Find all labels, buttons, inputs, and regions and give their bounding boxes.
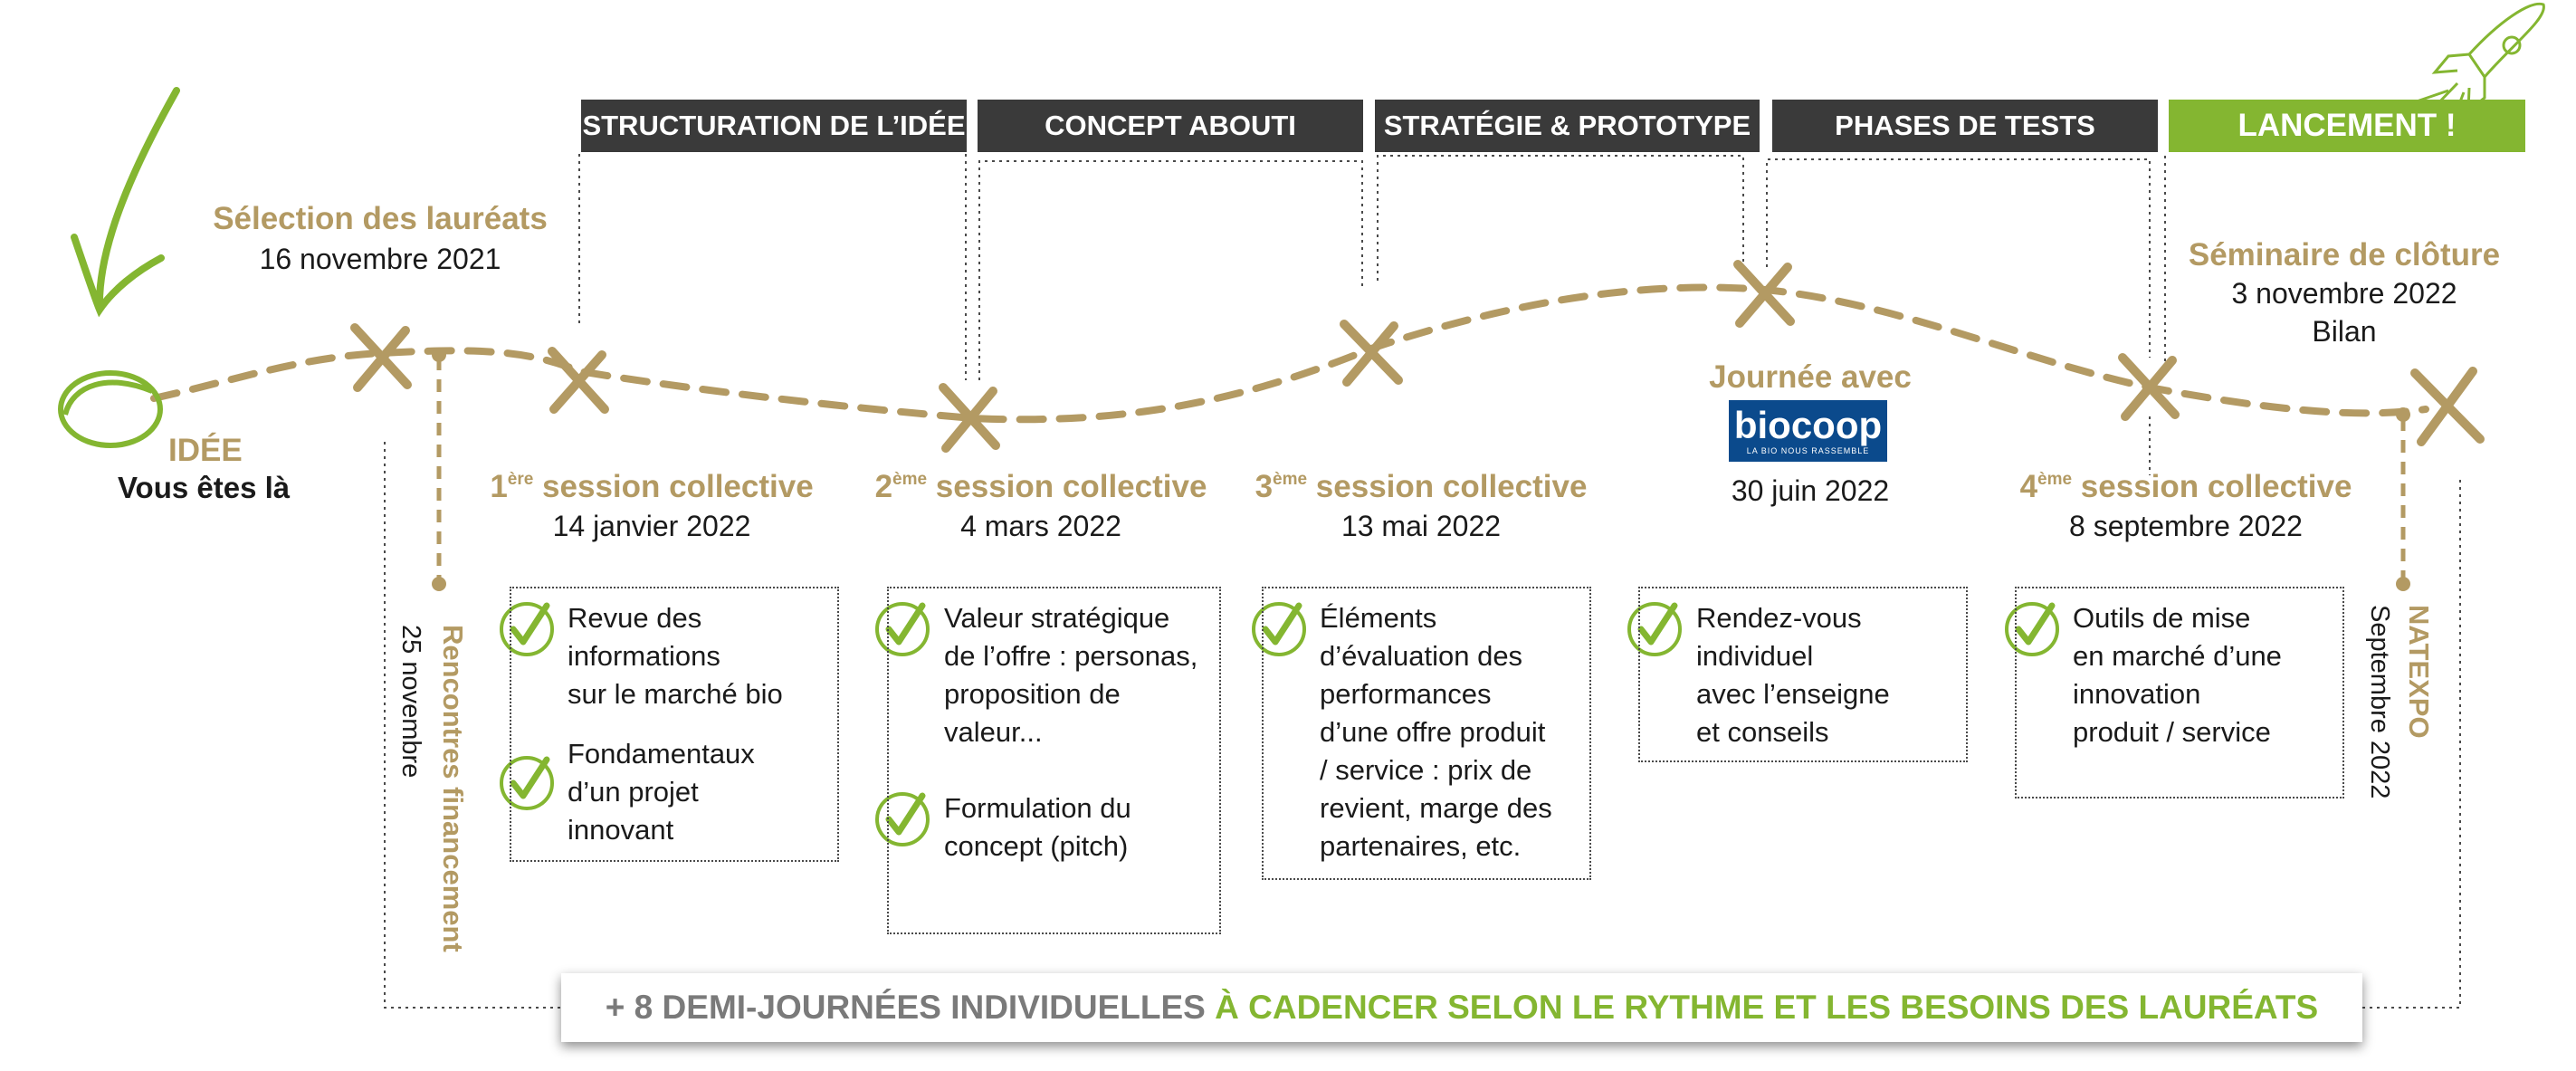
seminaire-title: Séminaire de clôture — [2188, 237, 2501, 273]
start-subtitle: Vous êtes là — [118, 471, 291, 504]
session3-box — [1262, 587, 1591, 880]
seminaire-note: Bilan — [2312, 315, 2377, 348]
banner-part2: À CADENCER SELON LE RYTHME ET LES BESOIN… — [1205, 989, 2319, 1026]
start-title: IDÉE — [168, 433, 243, 468]
check-icons — [500, 602, 2059, 846]
phase-concept: CONCEPT ABOUTI — [978, 100, 1363, 152]
session1-title: 1ère session collective — [490, 469, 814, 504]
phase-tests: PHASES DE TESTS — [1772, 100, 2158, 152]
journee-date: 30 juin 2022 — [1731, 474, 1890, 507]
session2-box — [887, 587, 1221, 934]
natexpo-title: NATEXPO — [2403, 605, 2435, 739]
check-icon — [885, 602, 926, 645]
check-circle-icon — [1627, 602, 1682, 656]
individual-sessions-banner: + 8 DEMI-JOURNÉES INDIVIDUELLES À CADENC… — [561, 973, 2362, 1042]
phase-structuration: STRUCTURATION DE L’IDÉE — [581, 100, 967, 152]
milestone-markers — [350, 260, 2485, 453]
session4-title: 4ème session collective — [2019, 469, 2352, 504]
phase-strategie: STRATÉGIE & PROTOTYPE — [1375, 100, 1760, 152]
selection-title: Sélection des lauréats — [213, 201, 548, 236]
rencontres-title: Rencontres financement — [437, 625, 469, 952]
session1-item: Fondamentaux d’un projet innovant — [568, 738, 755, 846]
session3-item: Éléments d’évaluation des performances d… — [1320, 602, 1552, 862]
check-circle-icon — [500, 756, 554, 810]
session2-item: Valeur stratégique de l’offre : personas… — [944, 602, 1198, 748]
journee-box — [1638, 587, 1968, 762]
session3-title: 3ème session collective — [1255, 469, 1588, 504]
start-circle-icon — [58, 370, 163, 448]
session1-box — [510, 587, 839, 862]
session2-title: 2ème session collective — [874, 469, 1207, 504]
selection-date: 16 novembre 2021 — [259, 243, 501, 275]
rencontres-date: 25 novembre — [396, 625, 425, 779]
check-circle-icon — [875, 602, 930, 656]
check-icon — [1637, 602, 1678, 645]
session2-item: Formulation du concept (pitch) — [944, 792, 1131, 862]
session3-date: 13 mai 2022 — [1340, 510, 1502, 542]
check-circle-icon — [500, 602, 554, 656]
journee-title: Journée avec — [1709, 359, 1912, 395]
banner-part1: + 8 DEMI-JOURNÉES INDIVIDUELLES — [605, 989, 1206, 1026]
session2-date: 4 mars 2022 — [960, 510, 1121, 542]
check-icon — [885, 792, 926, 836]
journey-path — [150, 283, 2429, 424]
phase-connectors — [384, 154, 2461, 1009]
arrow-down-icon — [71, 87, 180, 318]
session4-date: 8 septembre 2022 — [2069, 510, 2303, 542]
check-circle-icon — [1252, 602, 1306, 656]
check-circle-icon — [875, 792, 930, 846]
natexpo-date: Septembre 2022 — [2365, 605, 2394, 799]
journee-item: Rendez-vous individuel avec l’enseigne e… — [1696, 602, 1890, 748]
session1-item: Revue des informations sur le marché bio — [568, 602, 783, 710]
phase-lancement: LANCEMENT ! — [2169, 100, 2525, 152]
check-icon — [510, 602, 550, 645]
session4-box — [2015, 587, 2344, 798]
check-icon — [510, 756, 550, 799]
seminaire-date: 3 novembre 2022 — [2231, 277, 2457, 310]
check-icon — [1262, 602, 1302, 645]
session1-date: 14 janvier 2022 — [552, 510, 751, 542]
check-icon — [2015, 602, 2056, 645]
biocoop-logo: biocoop LA BIO NOUS RASSEMBLE — [1729, 400, 1887, 462]
session4-item: Outils de mise en marché d’une innovatio… — [2073, 602, 2282, 748]
check-circle-icon — [2005, 602, 2059, 656]
